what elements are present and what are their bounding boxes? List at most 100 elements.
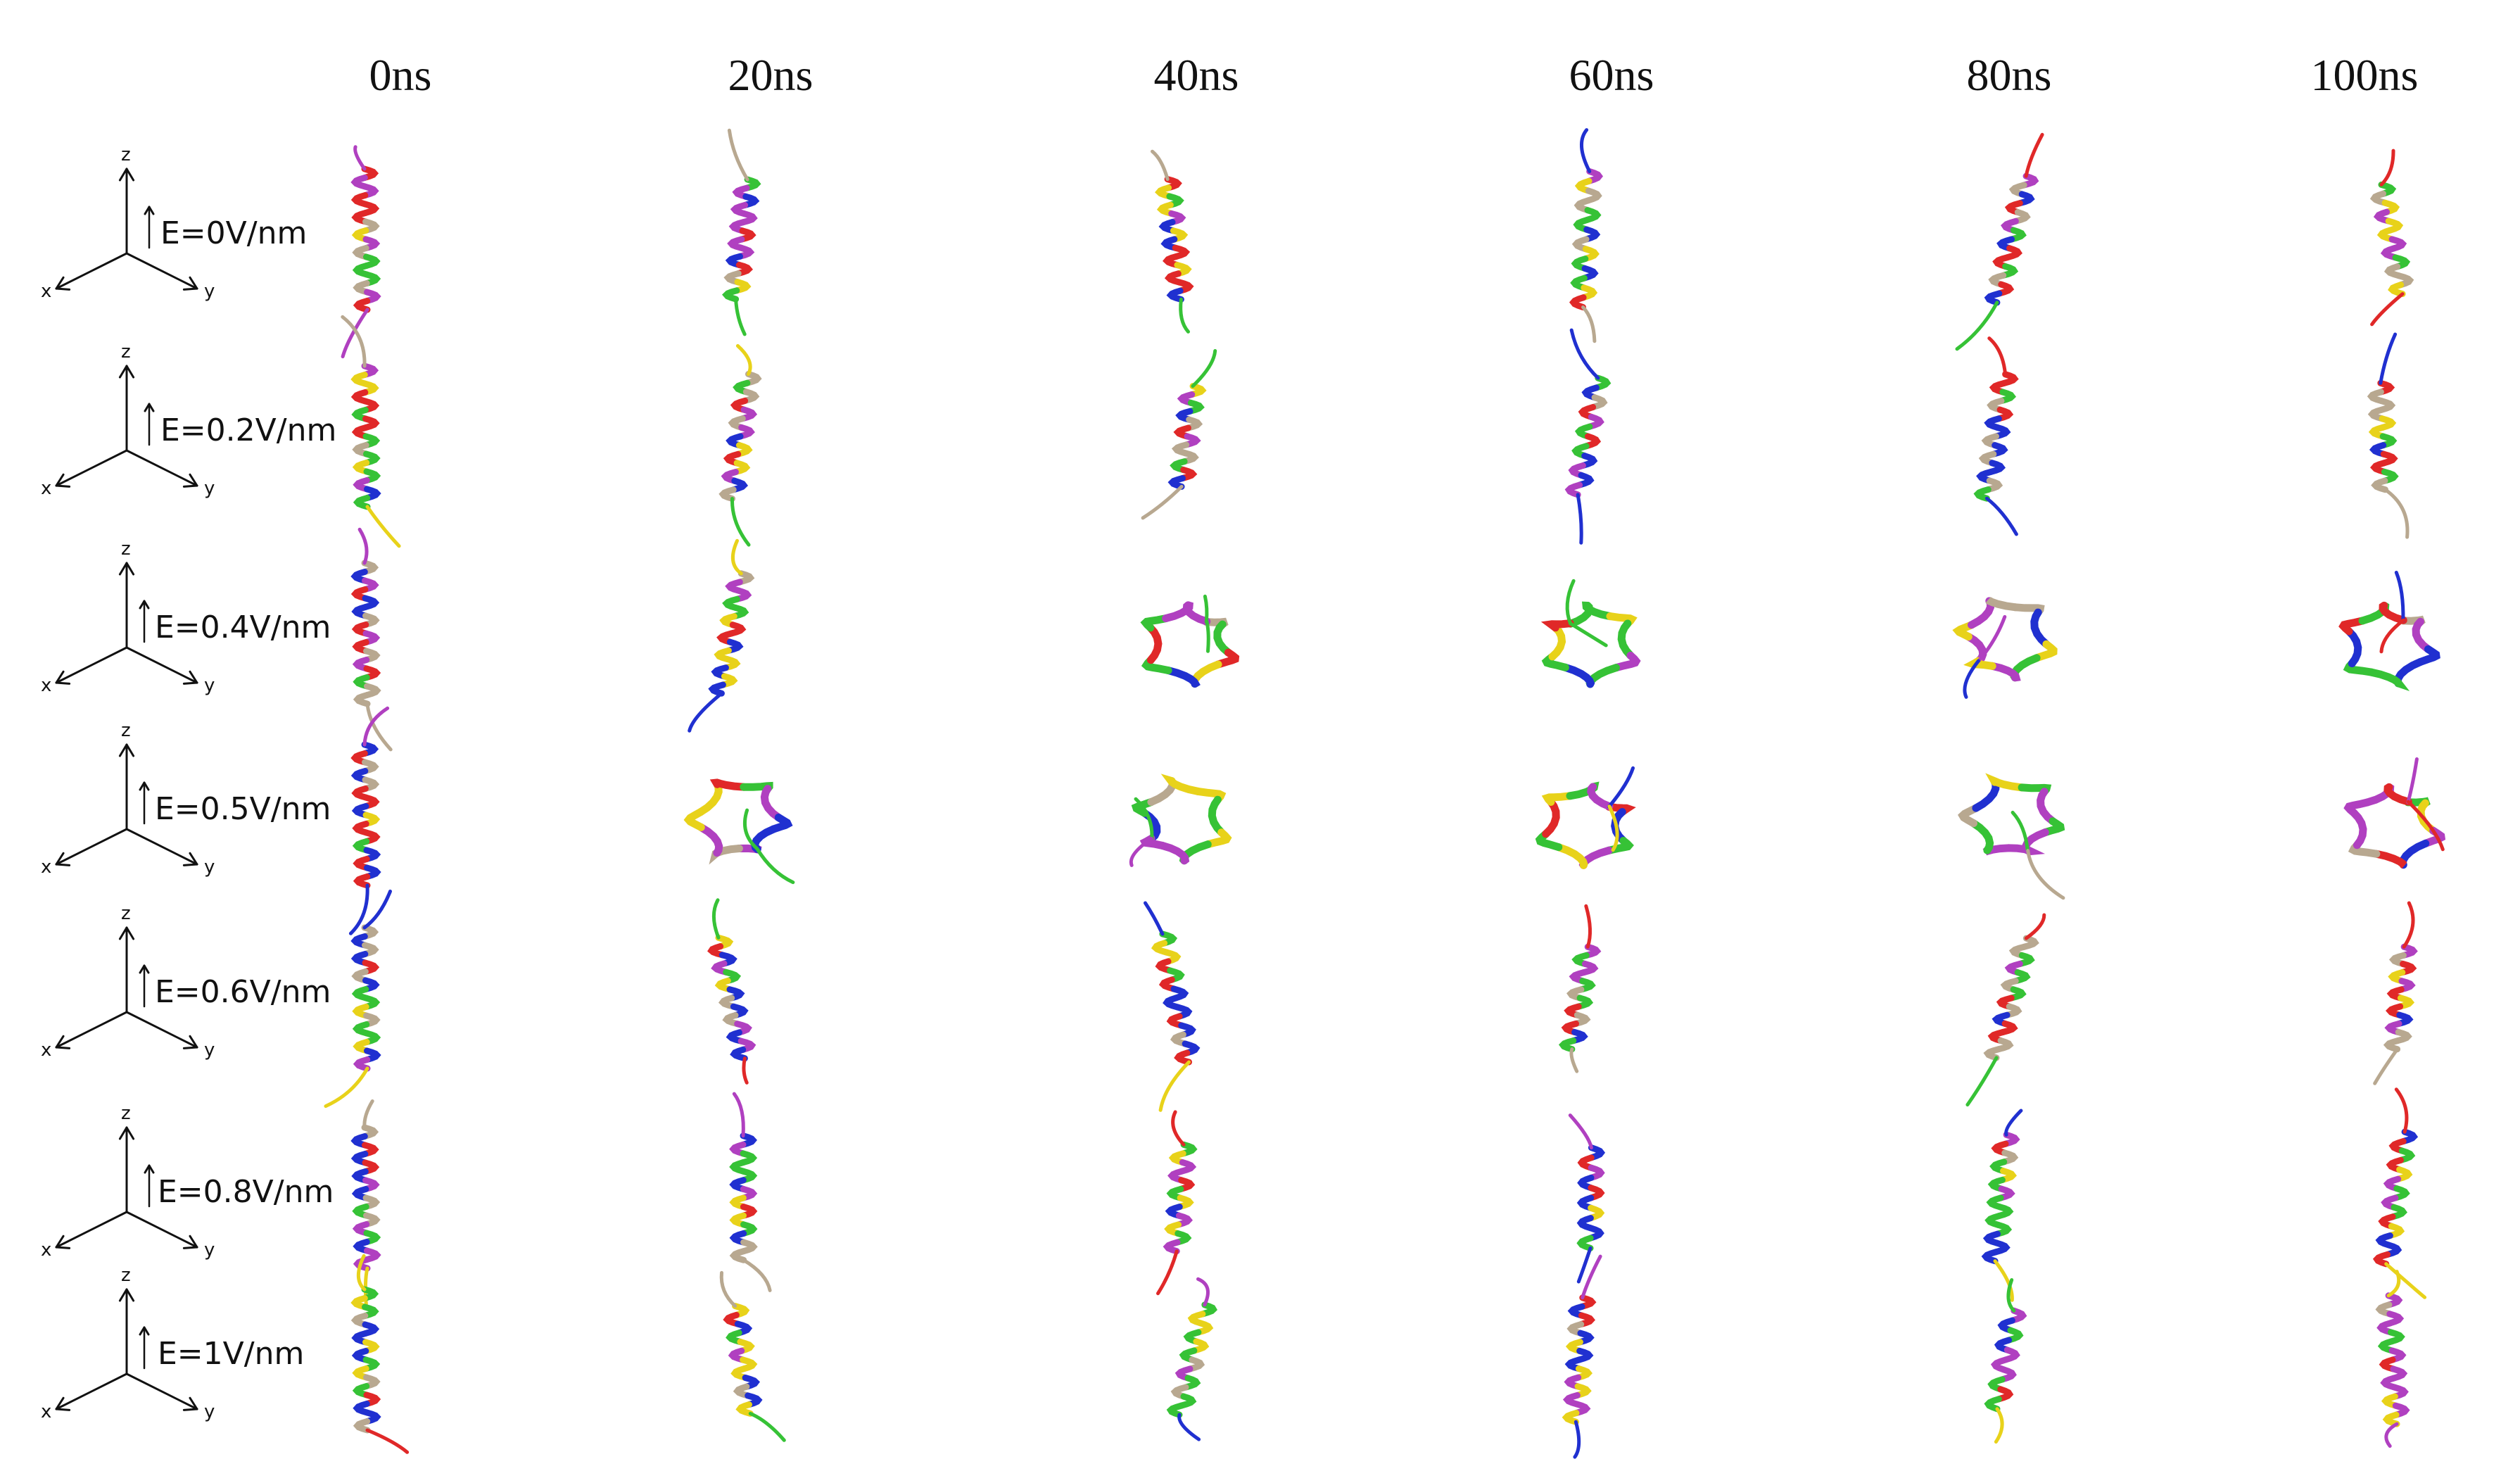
helix-ribbon-segment — [351, 621, 369, 637]
coil-tail — [1573, 1420, 1581, 1459]
helix-ribbon-segment — [1587, 1204, 1605, 1222]
helix-ribbon-segment — [1146, 624, 1163, 664]
helix-ribbon-segment — [2383, 783, 2412, 806]
helix-ribbon-segment — [728, 1347, 746, 1363]
helix-ribbon-segment — [1160, 236, 1179, 251]
helix-ribbon-segment — [352, 1365, 369, 1381]
helix-ribbon-segment — [1208, 795, 1226, 837]
helix-ribbon-segment — [1131, 798, 1155, 817]
helix-ribbon-segment — [363, 271, 381, 286]
helix-ribbon-segment — [1163, 1239, 1181, 1255]
helix-ribbon-segment — [2368, 424, 2386, 440]
helix-ribbon-segment — [352, 821, 369, 836]
helix-ribbon-segment — [1574, 1383, 1592, 1399]
helix-ribbon-segment — [2343, 798, 2372, 817]
snapshot-row-1-col-5 — [2367, 332, 2410, 539]
helix-ribbon-segment — [2400, 943, 2418, 959]
snapshot-row-6-col-4 — [1984, 1278, 2027, 1444]
time-label-60ns: 60ns — [1569, 50, 1654, 100]
time-label-40ns: 40ns — [1153, 50, 1239, 100]
snapshot-row-5-col-0 — [350, 1099, 381, 1310]
helix-ribbon-segment — [719, 613, 737, 629]
helix-ribbon-segment — [744, 371, 762, 386]
helix-ribbon-segment — [1166, 193, 1184, 208]
helix-ribbon-segment — [2386, 1311, 2405, 1327]
helix-ribbon-segment — [1996, 236, 2015, 252]
coil-tail — [1977, 614, 2007, 663]
helix-ribbon-segment — [718, 486, 737, 502]
snapshot-row-4-col-2 — [1144, 901, 1201, 1112]
coil-tail — [1576, 1246, 1593, 1284]
helix-ribbon-segment — [1569, 294, 1587, 310]
helix-ribbon-segment — [2398, 839, 2430, 869]
coil-tail — [362, 1099, 374, 1130]
helix-ribbon-segment — [363, 1391, 381, 1407]
helix-ribbon-segment — [2006, 1327, 2024, 1344]
coil-tail — [1965, 1056, 1999, 1107]
helix-ribbon-segment — [352, 838, 370, 854]
helix-ribbon-segment — [2381, 1194, 2399, 1211]
helix-ribbon-segment — [2390, 1365, 2408, 1382]
helix-ribbon-segment — [725, 253, 743, 268]
helix-ribbon-segment — [1156, 201, 1175, 217]
helix-ribbon-segment — [1570, 274, 1588, 291]
helix-ribbon-segment — [729, 1177, 747, 1192]
coil-tail — [2024, 913, 2046, 940]
svg-text:y: y — [204, 478, 215, 499]
helix-ribbon-segment — [2383, 1037, 2401, 1053]
helix-ribbon-segment — [1617, 619, 1635, 659]
helix-ribbon-segment — [362, 1177, 380, 1192]
helix-ribbon-segment — [353, 1039, 370, 1054]
snapshot-row-0-col-5 — [2369, 149, 2414, 327]
helix-ribbon-segment — [1999, 1020, 2018, 1035]
helix-ribbon-segment — [730, 477, 749, 493]
helix-ribbon-segment — [353, 1239, 370, 1254]
helix-ribbon-segment — [2008, 182, 2027, 198]
helix-ribbon-segment — [725, 638, 744, 654]
time-label-20ns: 20ns — [728, 50, 813, 100]
helix-ribbon-segment — [350, 389, 369, 405]
helix-ribbon-segment — [363, 648, 381, 663]
svg-text:z: z — [121, 720, 131, 741]
helix-ribbon-segment — [733, 279, 752, 294]
helix-ribbon-segment — [723, 1311, 741, 1327]
coil-tail — [2383, 488, 2410, 539]
helix-ribbon-segment — [722, 287, 740, 303]
snapshot-row-3-col-2 — [1129, 774, 1232, 867]
field-arrow-icon — [139, 600, 150, 643]
helix-ribbon-segment — [1987, 1376, 2006, 1393]
helix-ribbon-segment — [745, 1392, 763, 1408]
helix-ribbon-segment — [1574, 423, 1593, 440]
helix-ribbon-segment — [1155, 184, 1173, 200]
helix-ribbon-segment — [350, 569, 368, 584]
helix-ribbon-segment — [1585, 168, 1604, 184]
helix-ribbon-segment — [350, 1295, 368, 1311]
helix-ribbon-segment — [1158, 976, 1177, 992]
helix-ribbon-segment — [733, 1383, 752, 1399]
helix-ribbon-segment — [1576, 1215, 1594, 1232]
helix-ribbon-segment — [362, 612, 380, 628]
helix-ribbon-segment — [351, 210, 369, 225]
helix-ribbon-segment — [2399, 961, 2417, 976]
helix-ribbon-segment — [1164, 270, 1183, 286]
svg-text:z: z — [121, 538, 131, 560]
helix-ribbon-segment — [2394, 1029, 2412, 1044]
helix-ribbon-segment — [2385, 1003, 2404, 1018]
helix-ribbon-segment — [730, 1046, 748, 1062]
helix-ribbon-segment — [1983, 1046, 2002, 1061]
snapshot-row-1-col-3 — [1564, 328, 1612, 545]
helix-ribbon-segment — [2388, 282, 2406, 298]
helix-ribbon-segment — [733, 587, 752, 602]
helix-ribbon-segment — [361, 165, 379, 181]
snapshot-row-0-col-4 — [1955, 132, 2044, 351]
helix-ribbon-segment — [1167, 475, 1186, 490]
helix-ribbon-segment — [1571, 255, 1589, 272]
helix-ribbon-segment — [363, 847, 381, 862]
helix-ribbon-segment — [1574, 197, 1592, 214]
helix-ribbon-segment — [1174, 1004, 1193, 1020]
helix-ribbon-segment — [2379, 1356, 2397, 1372]
helix-ribbon-segment — [353, 873, 371, 889]
helix-ribbon-segment — [697, 780, 723, 816]
coil-tail — [1569, 328, 1600, 380]
